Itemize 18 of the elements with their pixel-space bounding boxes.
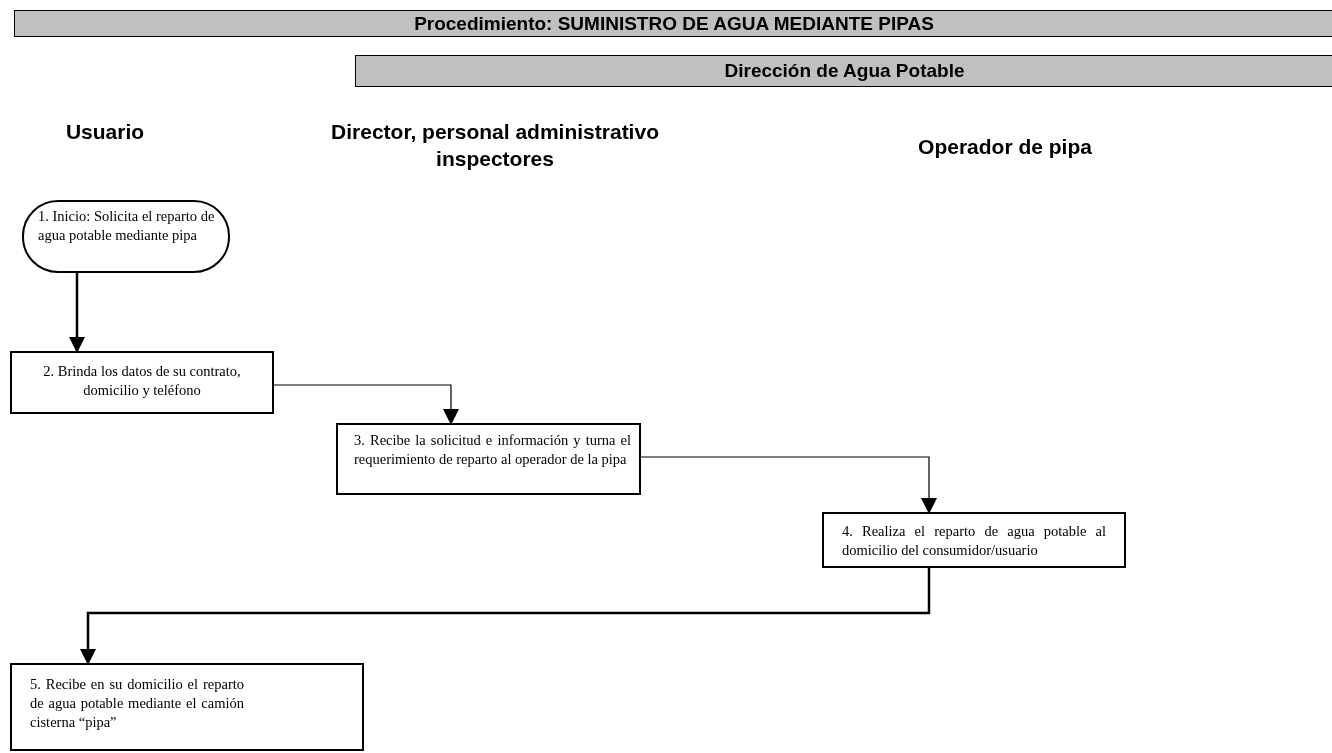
step-text: 1. Inicio: Solicita el reparto de agua potable mediante pipa xyxy=(38,207,216,245)
process-box xyxy=(822,512,1126,568)
step-text: 5. Recibe en su domicilio el reparto de agua potable mediante el camión cisterna “pipa” xyxy=(30,675,244,732)
title-bar: Procedimiento: SUMINISTRO DE AGUA MEDIANTE PIPAS xyxy=(14,10,1332,37)
arrow xyxy=(80,568,931,665)
department-bar: Dirección de Agua Potable xyxy=(355,55,1332,87)
process-box xyxy=(10,663,364,751)
lane-header: Usuario xyxy=(64,119,146,145)
arrow xyxy=(273,384,459,425)
arrow xyxy=(69,273,85,353)
arrow xyxy=(640,456,937,514)
lane-header: Director, personal administrativo inspectores xyxy=(330,119,660,173)
step-text: 3. Recibe la solicitud e información y turna el requerimiento de reparto al operador de la pipa xyxy=(354,431,631,469)
lane-header: Operador de pipa xyxy=(917,134,1093,160)
step-text: 4. Realiza el reparto de agua potable al domicilio del consumidor/usuario xyxy=(842,522,1106,560)
process-box xyxy=(10,351,274,414)
step-text: 2. Brinda los datos de su contrato, domicilio y teléfono xyxy=(42,362,242,400)
process-box xyxy=(336,423,641,495)
